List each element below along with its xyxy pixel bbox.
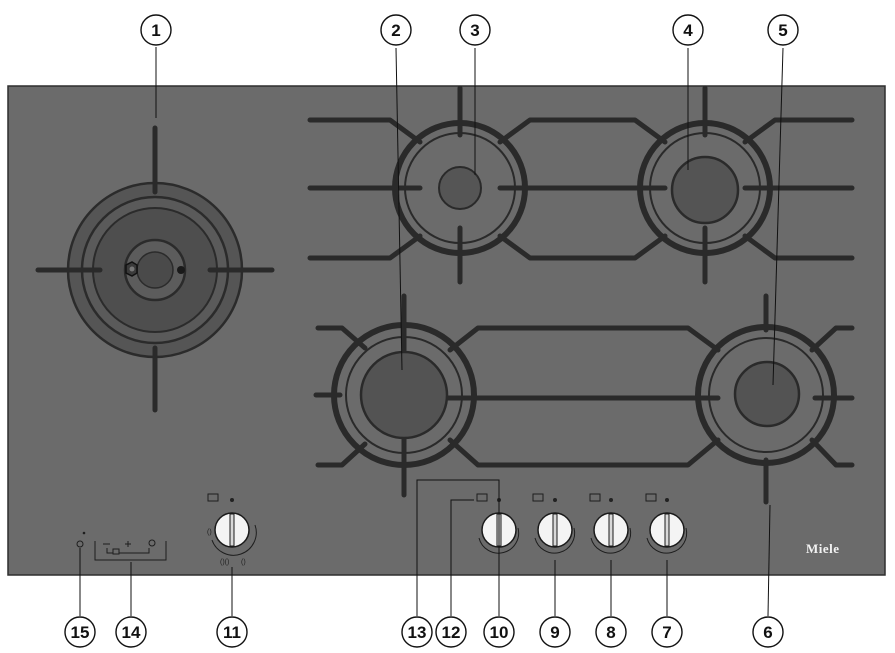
callout-7: 7 <box>651 616 683 648</box>
svg-text:1: 1 <box>151 21 160 40</box>
pan-support-bottom <box>313 293 855 505</box>
callout-2: 2 <box>380 14 412 46</box>
callout-12: 12 <box>435 616 467 648</box>
callout-6: 6 <box>752 616 784 648</box>
power-switch-icon[interactable] <box>76 531 86 548</box>
callout-8: 8 <box>595 616 627 648</box>
svg-text:13: 13 <box>408 623 427 642</box>
svg-text:()(): ()() <box>220 559 229 566</box>
svg-text:10: 10 <box>490 623 509 642</box>
callout-11: 11 <box>216 616 248 648</box>
svg-text:11: 11 <box>223 623 241 642</box>
svg-text:14: 14 <box>122 623 141 642</box>
callout-10: 10 <box>483 616 515 648</box>
leader-lines <box>79 47 784 617</box>
burner-knob-7[interactable] <box>645 493 688 554</box>
callout-3: 3 <box>459 14 491 46</box>
svg-text:(): () <box>207 529 212 536</box>
svg-text:8: 8 <box>606 623 615 642</box>
svg-text:9: 9 <box>550 623 559 642</box>
callout-1: 1 <box>140 14 172 46</box>
svg-text:12: 12 <box>442 623 461 642</box>
svg-text:7: 7 <box>662 623 671 642</box>
burner-2 <box>359 350 449 440</box>
burner-knob-8[interactable] <box>589 493 632 554</box>
svg-text:3: 3 <box>470 21 479 40</box>
svg-text:(): () <box>241 559 246 566</box>
burner-knob-9[interactable] <box>532 493 576 554</box>
burner-5 <box>733 360 801 428</box>
svg-text:6: 6 <box>763 623 772 642</box>
svg-text:2: 2 <box>391 21 400 40</box>
timer-control-panel <box>94 539 167 561</box>
pan-support-top <box>307 85 855 285</box>
wok-pan-support <box>35 125 275 413</box>
callout-4: 4 <box>672 14 704 46</box>
callout-15: 15 <box>64 616 96 648</box>
callout-9: 9 <box>539 616 571 648</box>
burner-4 <box>670 155 740 225</box>
burner-3 <box>438 166 482 210</box>
svg-text:15: 15 <box>71 623 90 642</box>
callout-13: 13 <box>401 616 433 648</box>
brand-logo: Miele <box>806 541 840 556</box>
callout-5: 5 <box>767 14 799 46</box>
svg-text:4: 4 <box>683 21 693 40</box>
callout-14: 14 <box>115 616 147 648</box>
wok-burner-knob[interactable]: () ()() () <box>207 493 257 566</box>
svg-text:5: 5 <box>778 21 787 40</box>
